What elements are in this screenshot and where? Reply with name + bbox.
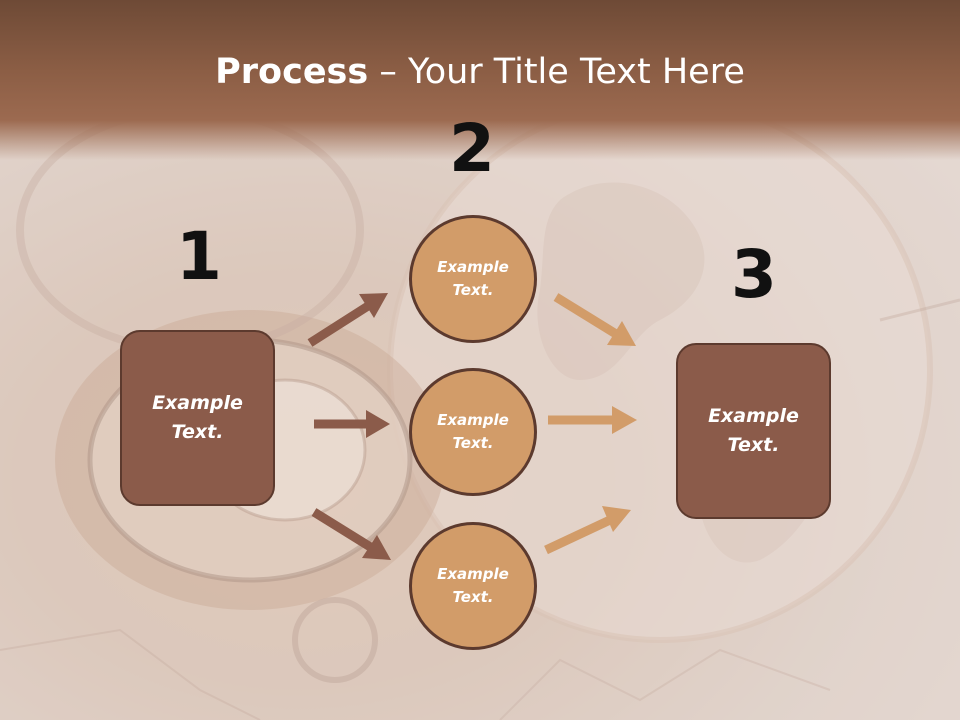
circle-bottom-text: Example Text. bbox=[437, 565, 509, 606]
arrow-1-to-top bbox=[307, 293, 388, 347]
title-rest: – Your Title Text Here bbox=[368, 52, 745, 92]
step-3-text: Example Text. bbox=[708, 405, 799, 456]
step-1-box: Example Text. bbox=[120, 330, 275, 506]
arrow-middle-to-3 bbox=[548, 406, 637, 434]
step-1-text: Example Text. bbox=[152, 392, 243, 443]
step-2-circle-bottom: Example Text. bbox=[409, 522, 537, 650]
step-2-circle-top: Example Text. bbox=[409, 215, 537, 343]
title-band bbox=[0, 0, 960, 160]
slide-title: Process – Your Title Text Here bbox=[0, 52, 960, 92]
arrow-1-to-middle bbox=[314, 410, 390, 438]
arrow-top-to-3 bbox=[553, 293, 636, 346]
circle-top-text: Example Text. bbox=[437, 258, 509, 299]
title-bold: Process bbox=[215, 52, 369, 92]
step-3-box: Example Text. bbox=[676, 343, 831, 519]
step-number-3: 3 bbox=[731, 236, 777, 313]
circle-middle-text: Example Text. bbox=[437, 411, 509, 452]
step-2-circle-middle: Example Text. bbox=[409, 368, 537, 496]
step-number-1: 1 bbox=[176, 218, 222, 295]
arrow-1-to-bottom bbox=[311, 508, 391, 560]
step-number-2: 2 bbox=[449, 110, 495, 187]
arrow-bottom-to-3 bbox=[544, 506, 631, 555]
